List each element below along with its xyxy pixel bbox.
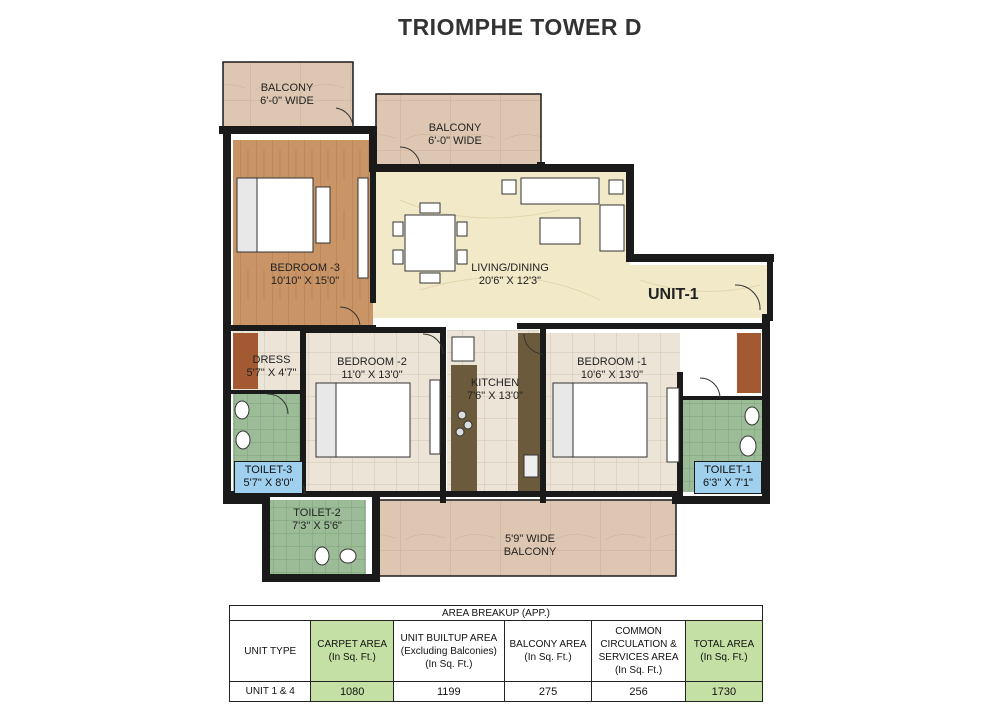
toilet3-label: TOILET-3 5'7" X 8'0"	[234, 461, 303, 494]
room-size: 7'6" X 13'0"	[466, 390, 524, 402]
room-size: 5'7" X 8'0"	[243, 477, 294, 489]
room-name: DRESS	[252, 354, 291, 366]
room-size: 11'0" X 13'0"	[341, 369, 403, 381]
page-title: TRIOMPHE TOWER D	[398, 14, 642, 40]
header-balcony-area: BALCONY AREA (In Sq. Ft.)	[503, 620, 593, 682]
toilet2-label: TOILET-2 7'3" X 5'6"	[272, 507, 362, 533]
header-common-area: COMMON CIRCULATION & SERVICES AREA (In S…	[591, 620, 686, 682]
room-name: BALCONY	[260, 82, 314, 94]
toilet1-label: TOILET-1 6'3" X 7'1"	[694, 461, 762, 494]
header-line: CARPET AREA	[317, 639, 388, 650]
header-line: (In Sq. Ft.)	[524, 652, 572, 663]
cell-common-area: 256	[591, 681, 686, 702]
room-name: BEDROOM -2	[337, 356, 407, 368]
header-line: (In Sq. Ft.)	[425, 658, 473, 670]
header-line: (In Sq. Ft.)	[700, 652, 748, 663]
room-size: 10'10" X 15'0"	[270, 275, 340, 287]
room-size: 6'3" X 7'1"	[703, 477, 753, 489]
room-name: TOILET-2	[293, 507, 341, 519]
header-builtup-area: UNIT BUILTUP AREA (Excluding Balconies) …	[392, 620, 505, 682]
balcony-left-floor	[222, 61, 354, 131]
table-header-row: UNIT TYPE CARPET AREA (In Sq. Ft.) UNIT …	[228, 620, 764, 682]
table-row: UNIT 1 & 4 1080 1199 275 256 1730	[228, 681, 764, 702]
header-carpet-area: CARPET AREA (In Sq. Ft.)	[310, 620, 394, 682]
room-name: TOILET-3	[244, 464, 293, 476]
header-line: BALCONY AREA	[509, 639, 587, 650]
room-size: 6'-0" WIDE	[428, 135, 482, 147]
balcony-left-label: BALCONY 6'-0" WIDE	[232, 82, 342, 108]
header-line: UNIT BUILTUP AREA	[400, 632, 498, 644]
unit-label: UNIT-1	[648, 286, 699, 303]
bedroom2-label: BEDROOM -2 11'0" X 13'0"	[312, 356, 432, 382]
room-name: TOILET-1	[704, 464, 752, 476]
cell-total-area: 1730	[684, 681, 764, 702]
room-name: BALCONY	[503, 546, 557, 558]
table-caption: AREA BREAKUP (APP.)	[229, 605, 763, 621]
room-size: 20'6" X 12'3"	[478, 275, 542, 287]
room-name: BEDROOM -1	[577, 356, 647, 368]
header-line: (Excluding Balconies)	[400, 645, 497, 657]
room-name: KITCHEN	[470, 377, 520, 389]
header-unit-type: UNIT TYPE	[228, 620, 312, 682]
bedroom3-label: BEDROOM -3 10'10" X 15'0"	[245, 262, 365, 288]
header-line: TOTAL AREA	[693, 639, 755, 650]
header-line: (In Sq. Ft.)	[614, 665, 663, 676]
balcony-top-floor	[375, 93, 542, 167]
kitchen-label: KITCHEN 7'6" X 13'0"	[445, 377, 545, 403]
room-name: LIVING/DINING	[471, 262, 549, 274]
room-name: BALCONY	[428, 122, 482, 134]
room-size: 7'3" X 5'6"	[292, 520, 342, 532]
area-breakup-table: AREA BREAKUP (APP.) UNIT TYPE CARPET ARE…	[228, 605, 764, 702]
header-total-area: TOTAL AREA (In Sq. Ft.)	[684, 620, 764, 682]
cell-carpet-area: 1080	[310, 681, 394, 702]
cell-balcony-area: 275	[503, 681, 593, 702]
living-label: LIVING/DINING 20'6" X 12'3"	[450, 262, 570, 288]
cell-unit-type: UNIT 1 & 4	[228, 681, 312, 702]
room-size: 10'6" X 13'0"	[580, 369, 644, 381]
dress-label: DRESS 5'7" X 4'7"	[234, 354, 309, 380]
balcony-top-label: BALCONY 6'-0" WIDE	[395, 122, 515, 148]
room-name: BEDROOM -3	[270, 262, 340, 274]
balcony-bottom-label: 5'9" WIDE BALCONY	[470, 533, 590, 559]
bedroom1-label: BEDROOM -1 10'6" X 13'0"	[552, 356, 672, 382]
room-size: 5'7" X 4'7"	[246, 367, 297, 379]
room-size: 5'9" WIDE	[504, 533, 555, 545]
floor-plan	[219, 61, 774, 582]
header-line: CIRCULATION &	[600, 639, 677, 650]
header-line: SERVICES AREA	[598, 652, 679, 663]
balcony-bottom-floor	[375, 499, 677, 577]
header-line: COMMON	[615, 626, 662, 637]
header-line: (In Sq. Ft.)	[328, 652, 376, 663]
room-size: 6'-0" WIDE	[260, 95, 314, 107]
cell-builtup-area: 1199	[392, 681, 505, 702]
